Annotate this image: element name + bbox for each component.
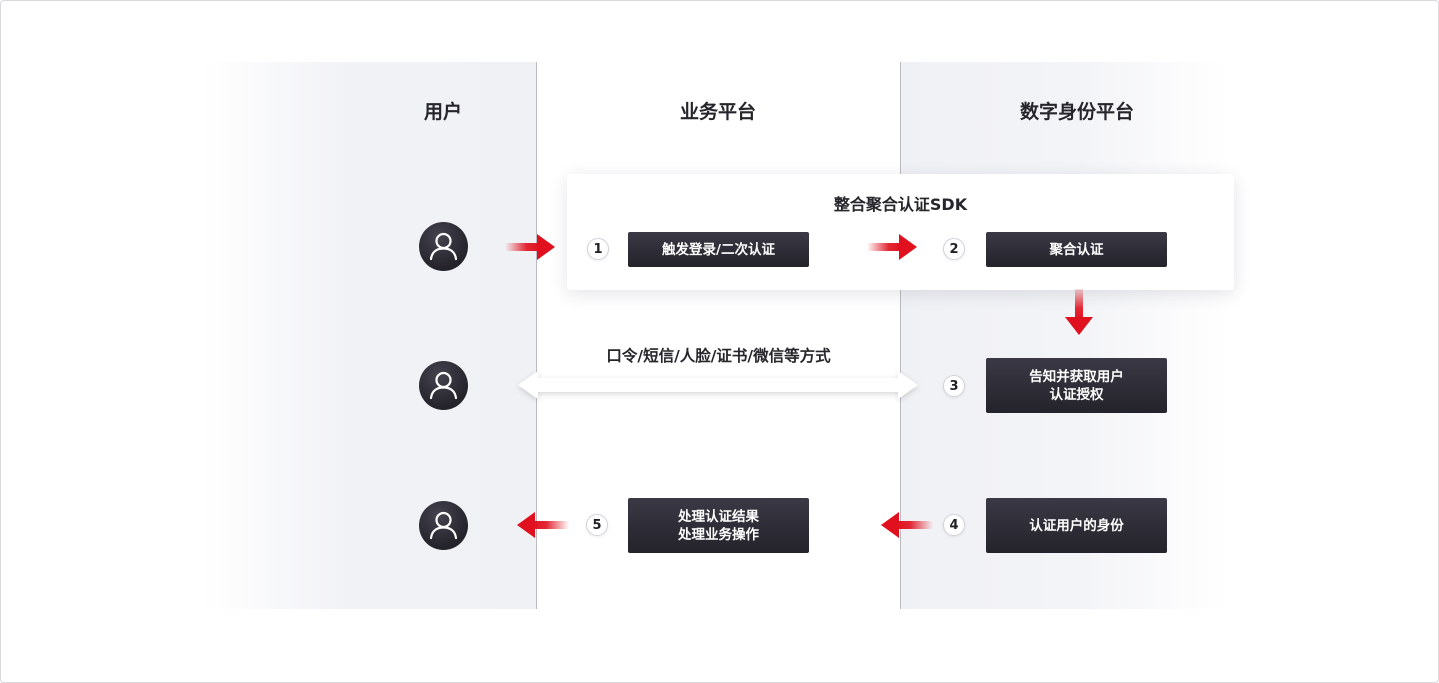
red-arrow-down-icon: [1065, 289, 1093, 335]
step-label: 认证用户的身份: [1029, 517, 1124, 534]
step-number-3: 3: [943, 375, 965, 397]
user-lane-background: [201, 62, 536, 609]
step-box-process-result: 处理认证结果 处理业务操作: [628, 498, 809, 553]
step-label: 处理认证结果: [678, 508, 759, 525]
auth-methods-label: 口令/短信/人脸/证书/微信等方式: [606, 347, 831, 365]
step-box-verify-identity: 认证用户的身份: [986, 498, 1167, 553]
red-arrow-right-icon: [505, 234, 555, 260]
sdk-panel-title: 整合聚合认证SDK: [833, 195, 968, 214]
step-box-trigger-login: 触发登录/二次认证: [628, 232, 809, 267]
user-avatar-icon: [419, 222, 468, 271]
step-label: 触发登录/二次认证: [662, 241, 775, 258]
red-arrow-right-icon: [867, 234, 917, 260]
step-label: 聚合认证: [1049, 241, 1104, 258]
step-box-aggregate-auth: 聚合认证: [986, 232, 1167, 267]
user-avatar-icon: [419, 361, 468, 410]
step-label: 处理业务操作: [678, 526, 759, 543]
double-arrow-icon: [518, 371, 918, 399]
step-number-5: 5: [586, 514, 608, 536]
red-arrow-left-icon: [517, 512, 569, 538]
lane-title-identity: 数字身份平台: [1019, 101, 1134, 123]
step-label: 告知并获取用户: [1029, 368, 1124, 385]
step-label: 认证授权: [1049, 386, 1104, 403]
lane-title-business: 业务平台: [679, 101, 756, 123]
lane-divider-right: [900, 62, 901, 609]
lane-divider-left: [536, 62, 537, 609]
red-arrow-left-icon: [881, 512, 933, 538]
step-number-2: 2: [943, 238, 965, 260]
step-box-authorization: 告知并获取用户 认证授权: [986, 358, 1167, 413]
user-avatar-icon: [419, 501, 468, 550]
lane-title-user: 用户: [423, 101, 462, 123]
step-number-4: 4: [943, 514, 965, 536]
step-number-1: 1: [587, 238, 609, 260]
